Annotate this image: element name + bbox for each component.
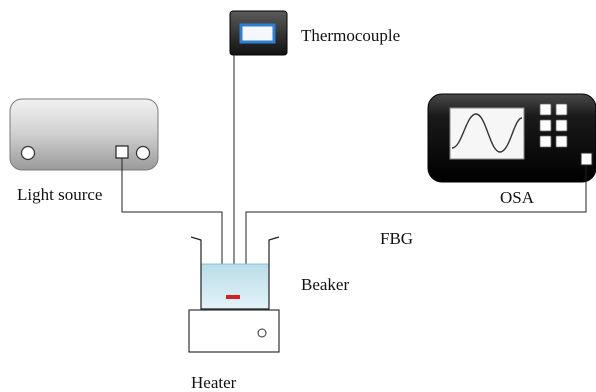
beaker xyxy=(190,236,280,310)
label-osa: OSA xyxy=(500,188,535,207)
label-heater: Heater xyxy=(191,373,237,392)
label-light-source: Light source xyxy=(17,185,103,204)
osa-keypad xyxy=(539,103,568,148)
osa-port xyxy=(580,152,593,166)
light-source-port xyxy=(115,145,129,159)
thermocouple-screen xyxy=(239,23,276,44)
light-source-knob-right xyxy=(135,145,151,161)
beaker-water xyxy=(200,263,270,310)
heater-knob xyxy=(257,328,267,338)
osa-device xyxy=(427,93,596,183)
label-thermocouple: Thermocouple xyxy=(301,26,401,45)
osa-waveform xyxy=(451,113,523,153)
label-fbg: FBG xyxy=(380,229,414,248)
heater-device xyxy=(188,309,280,353)
fbg-grating xyxy=(226,295,240,299)
label-beaker: Beaker xyxy=(301,275,350,294)
light-source-device xyxy=(9,98,159,171)
thermocouple-device xyxy=(229,10,288,56)
light-source-knob-left xyxy=(20,145,36,161)
